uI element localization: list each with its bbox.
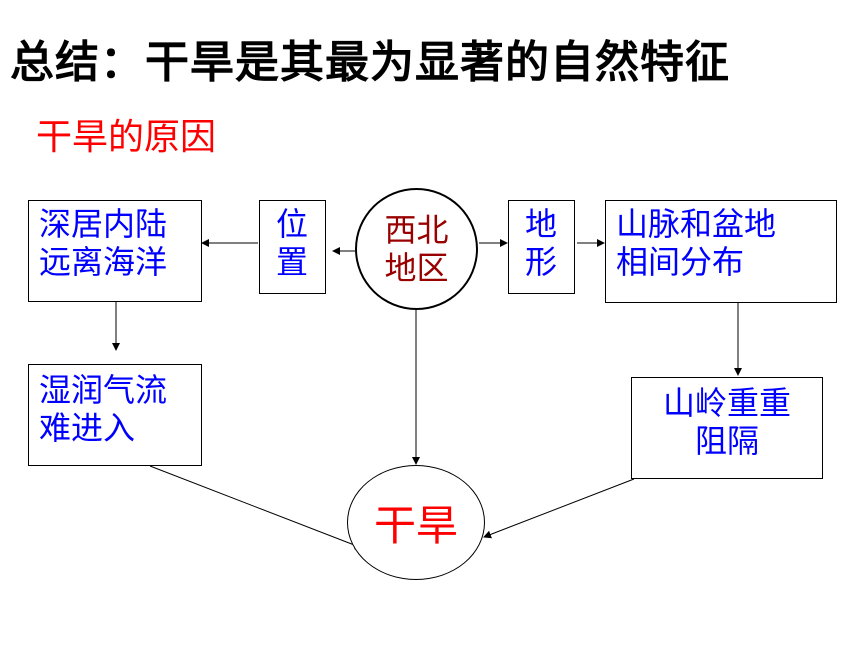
position-box: 位 置	[259, 200, 326, 294]
inland-box: 深居内陆 远离海洋	[28, 200, 202, 302]
humid-line-2: 难进入	[39, 409, 136, 447]
humid-air-box: 湿润气流 难进入	[28, 364, 202, 466]
mountains-line-1: 山脉和盆地	[616, 205, 777, 243]
position-line-1: 位	[276, 205, 309, 243]
inland-line-2: 远离海洋	[39, 243, 168, 281]
terrain-box: 地 形	[508, 200, 575, 294]
center-line-2: 地区	[384, 249, 449, 287]
terrain-line-1: 地	[525, 205, 558, 243]
page-title: 总结：干旱是其最为显著的自然特征	[10, 37, 730, 88]
section-subtitle: 干旱的原因	[36, 117, 217, 158]
center-line-1: 西北	[384, 211, 449, 249]
arrow-barrier-to-drought	[483, 478, 635, 539]
northwest-region-circle: 西北 地区	[355, 188, 478, 310]
drought-circle: 干旱	[347, 465, 485, 580]
barrier-line-2: 阻隔	[694, 422, 759, 460]
position-line-2: 置	[276, 243, 309, 281]
mountains-line-2: 相间分布	[616, 243, 745, 281]
mountain-barrier-box: 山岭重重 阻隔	[631, 377, 823, 479]
terrain-line-2: 形	[525, 243, 558, 281]
drought-label: 干旱	[373, 501, 458, 550]
humid-line-1: 湿润气流	[39, 371, 168, 409]
barrier-line-1: 山岭重重	[662, 384, 791, 422]
mountains-basins-box: 山脉和盆地 相间分布	[605, 200, 837, 303]
arrow-humid-to-drought	[149, 465, 363, 550]
inland-line-1: 深居内陆	[39, 205, 168, 243]
